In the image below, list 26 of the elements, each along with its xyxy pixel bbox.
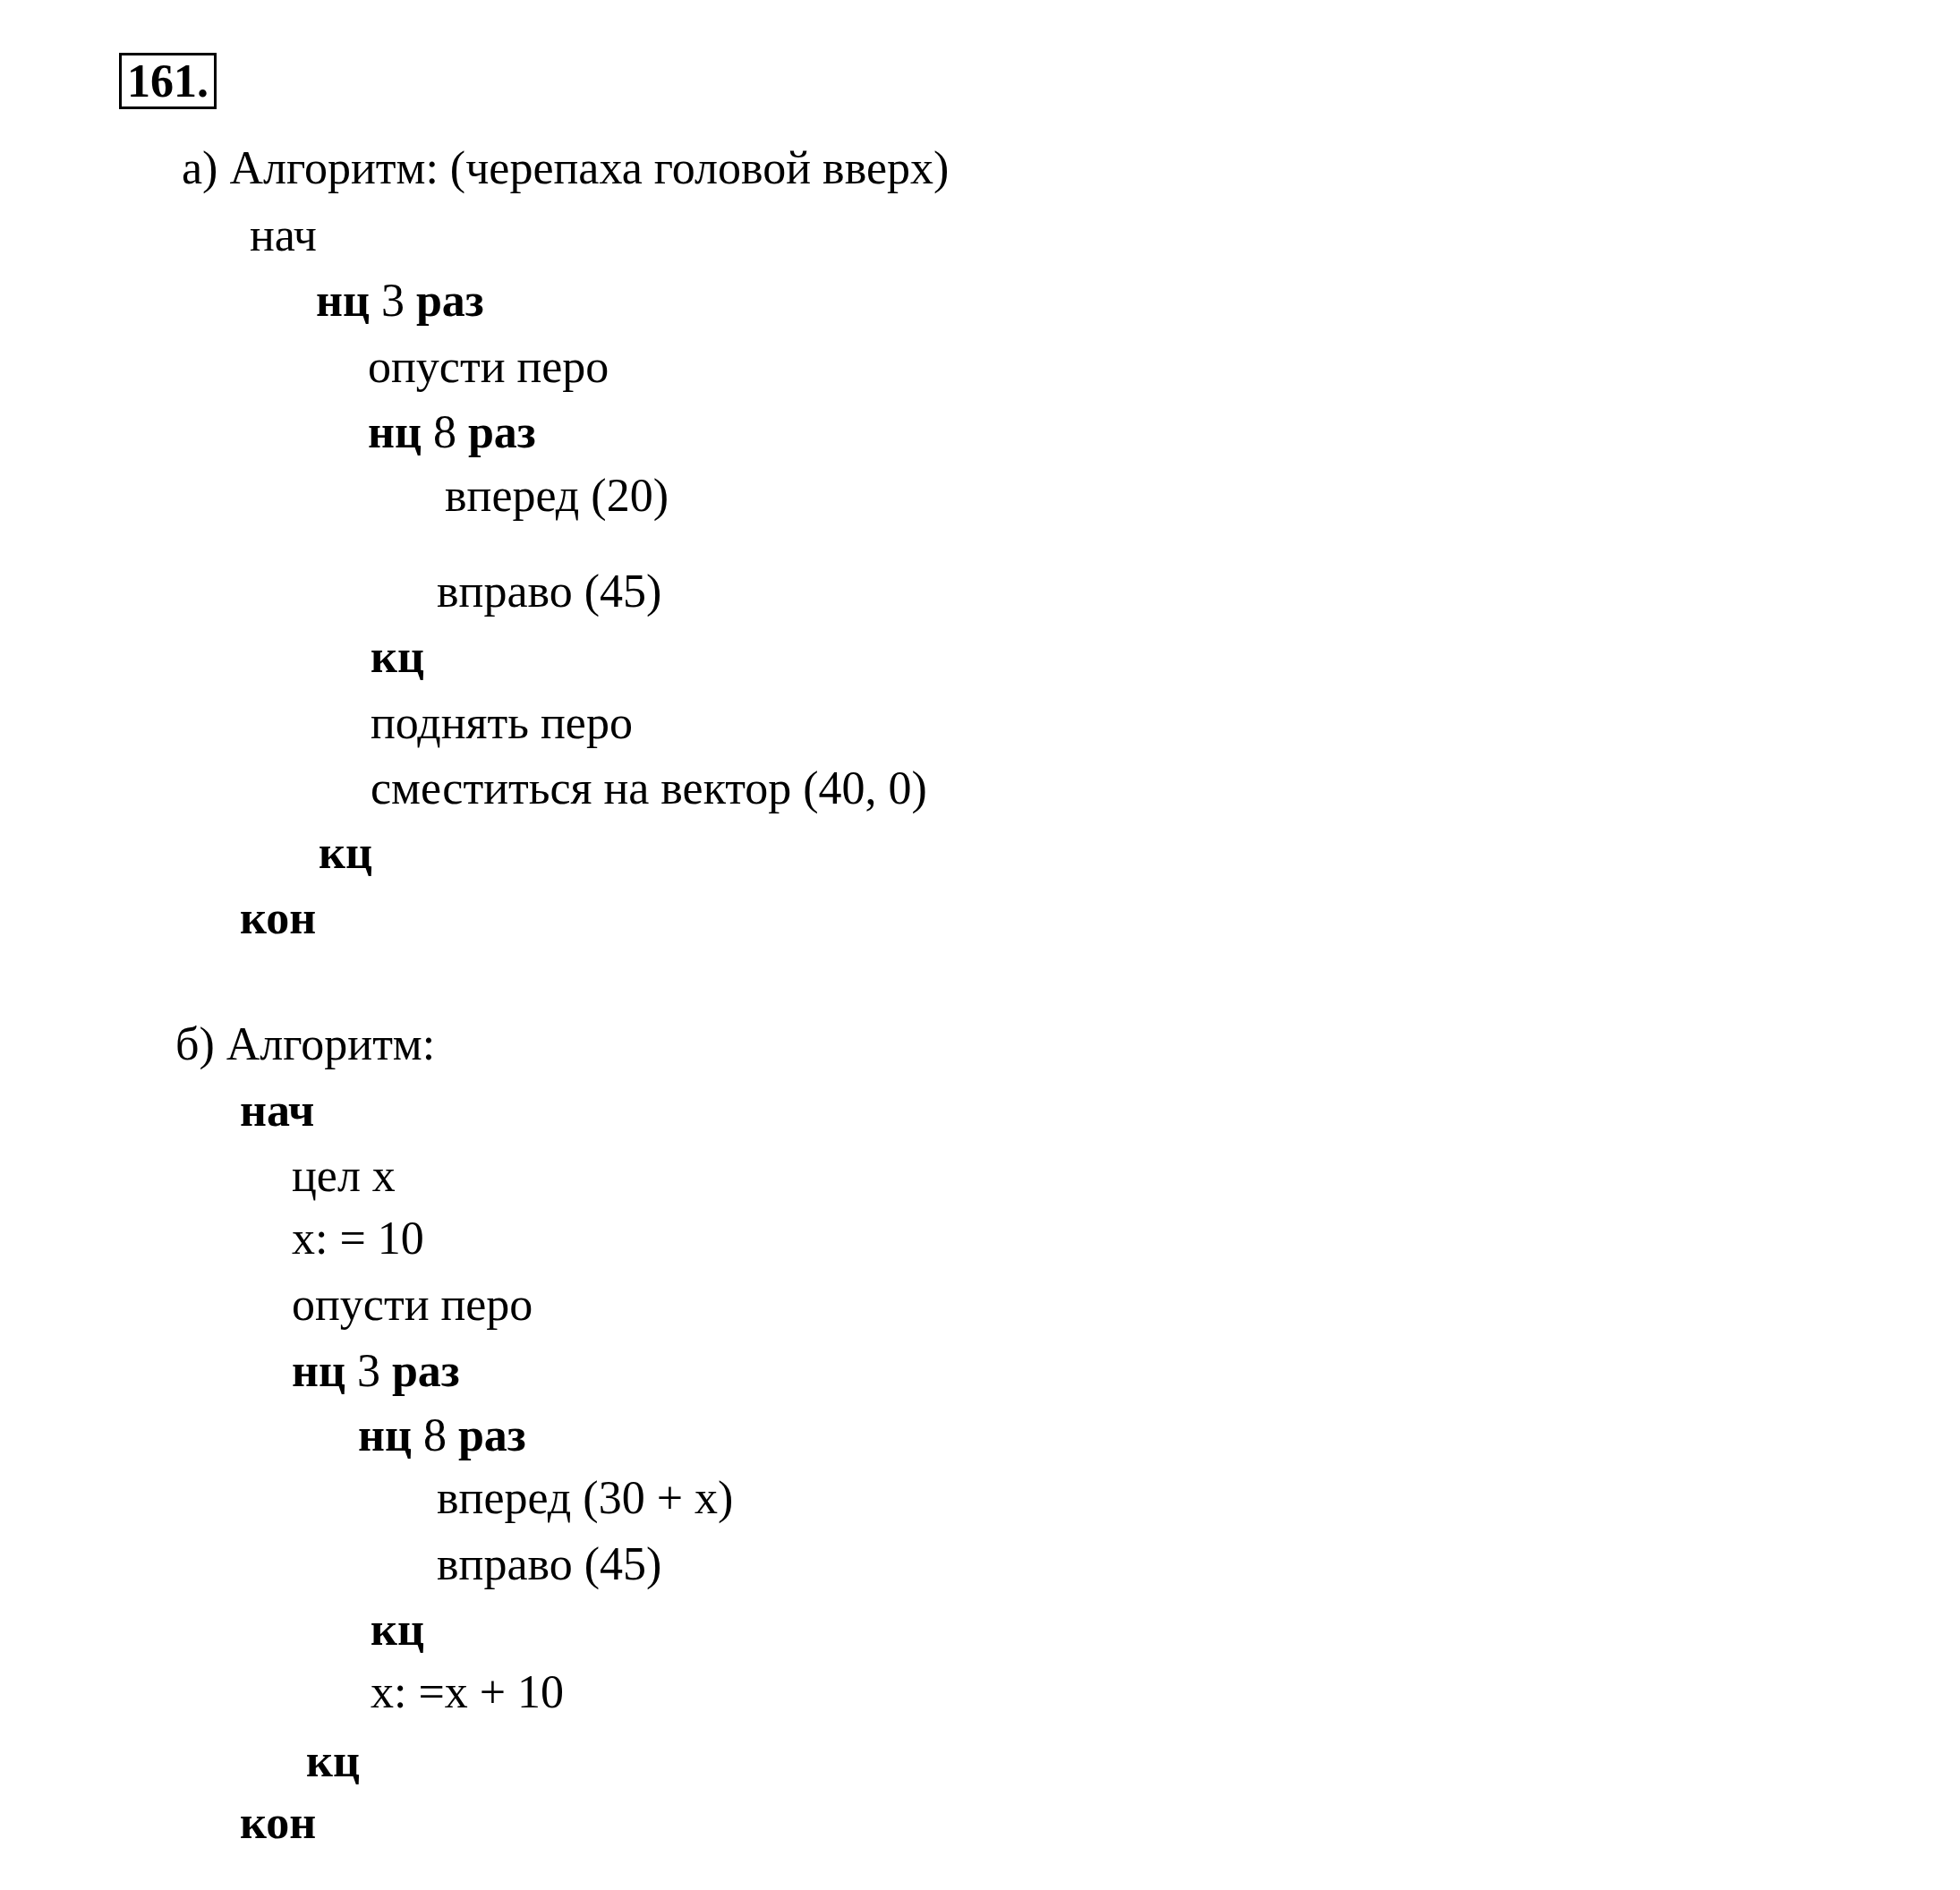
code-line: вперед (20): [445, 469, 669, 523]
code-line: поднять перо: [371, 696, 633, 750]
code-line: нц 8 раз: [368, 405, 536, 459]
code-line: вправо (45): [437, 1537, 662, 1591]
code-line: нач: [250, 209, 317, 262]
code-line: опусти перо: [368, 340, 609, 394]
exercise-number: 161.: [119, 53, 217, 110]
code-line: кц: [319, 826, 372, 880]
code-line: x: = 10: [292, 1212, 424, 1265]
code-line: кц: [306, 1734, 360, 1788]
code-line: цел x: [292, 1149, 396, 1203]
code-line: нц 3 раз: [292, 1344, 460, 1398]
code-line: кц: [371, 1603, 424, 1656]
code-line: опусти перо: [292, 1278, 533, 1332]
code-line: нц 8 раз: [358, 1409, 526, 1462]
section-heading: а) Алгоритм: (черепаха головой вверх): [182, 141, 950, 195]
section-heading: б) Алгоритм:: [175, 1017, 436, 1071]
code-line: вправо (45): [437, 565, 662, 618]
code-line: вперед (30 + x): [437, 1471, 734, 1525]
code-line: кон: [240, 891, 317, 945]
code-line: нач: [240, 1084, 315, 1137]
code-line: сместиться на вектор (40, 0): [371, 762, 927, 815]
code-line: нц 3 раз: [316, 274, 484, 328]
code-line: кон: [240, 1796, 317, 1850]
code-line: x: =x + 10: [371, 1665, 565, 1719]
code-line: кц: [371, 630, 424, 684]
